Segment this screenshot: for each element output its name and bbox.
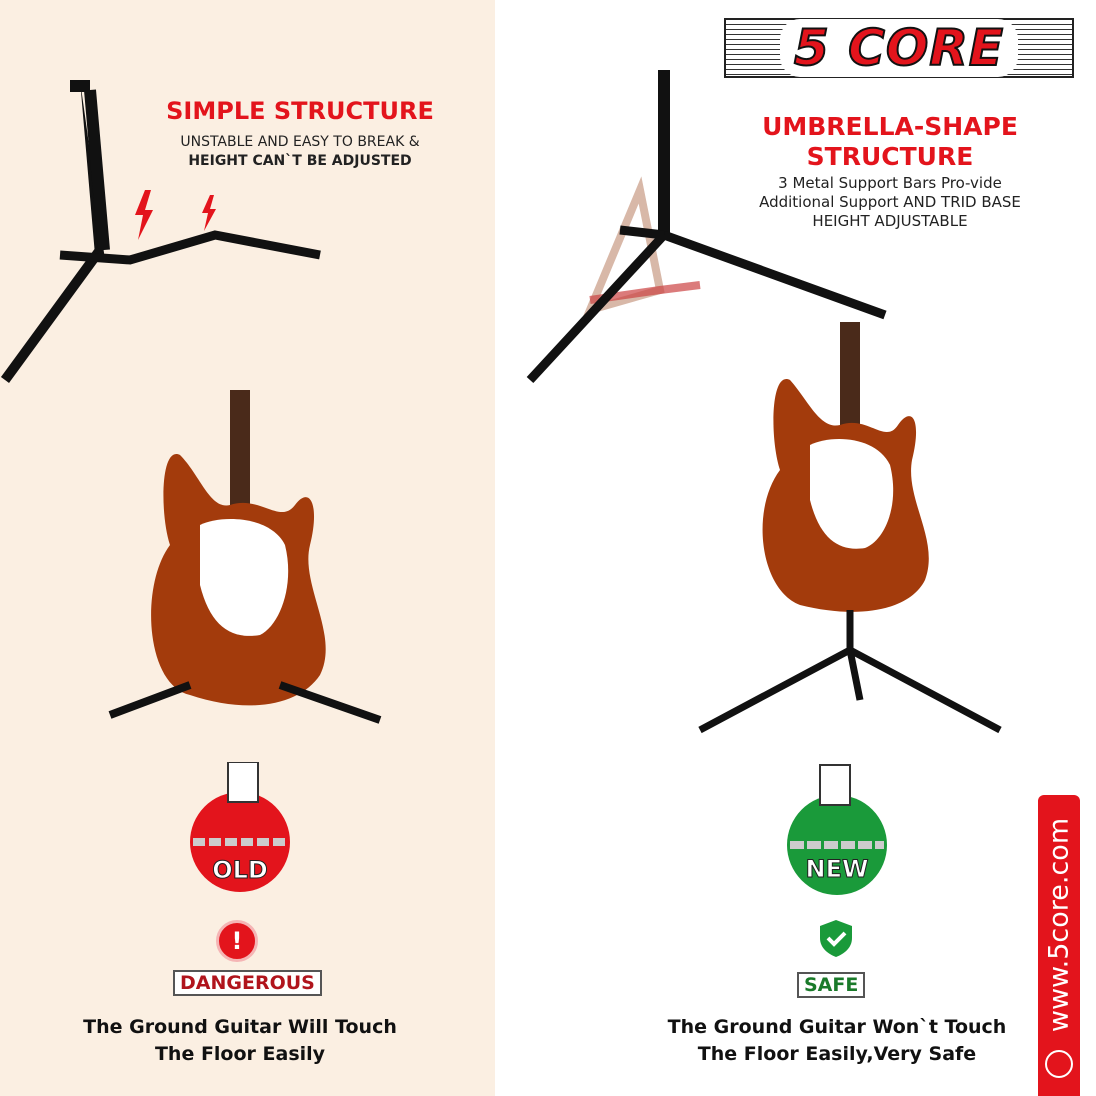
new-desc-1: 3 Metal Support Bars Pro-vide [778, 174, 1002, 192]
old-caption-2: The Floor Easily [154, 1043, 326, 1065]
break-icon [202, 195, 216, 231]
thumbs-up-icon [819, 764, 851, 806]
old-stand-image [0, 80, 321, 383]
globe-icon [1045, 1050, 1073, 1078]
safe-label: SAFE [797, 972, 866, 998]
new-desc-3: HEIGHT ADJUSTABLE [812, 212, 968, 230]
old-desc-2: HEIGHT CAN`T BE ADJUSTED [188, 153, 412, 169]
break-icon [135, 190, 153, 240]
thumbs-down-icon [227, 762, 259, 803]
new-desc-2: Additional Support AND TRID BASE [759, 193, 1021, 211]
new-title-1: UMBRELLA-SHAPE [762, 112, 1018, 141]
new-caption-2: The Floor Easily,Very Safe [697, 1043, 977, 1065]
website-url: www.5core.com [1043, 817, 1075, 1033]
old-badge [190, 762, 290, 892]
new-stand-image [526, 70, 887, 384]
old-title: SIMPLE STRUCTURE [166, 97, 434, 125]
new-title-2: STRUCTURE [806, 142, 974, 171]
new-guitar-image [698, 322, 1002, 734]
shield-check-icon [820, 920, 852, 957]
new-badge [787, 764, 887, 895]
old-caption-1: The Ground Guitar Will Touch [83, 1016, 397, 1038]
new-badge-label: NEW [805, 855, 869, 884]
old-guitar-image [108, 390, 382, 724]
logo-text: 5 CORE [779, 18, 1019, 78]
new-caption-1: The Ground Guitar Won`t Touch [667, 1016, 1007, 1038]
5core-logo: 5 CORE [724, 18, 1074, 78]
old-desc-1: UNSTABLE AND EASY TO BREAK & [180, 134, 420, 150]
warning-icon: ! [216, 920, 258, 962]
website-banner: www.5core.com [1038, 795, 1080, 1096]
dangerous-label: DANGEROUS [173, 970, 322, 996]
old-badge-label: OLD [212, 856, 269, 885]
